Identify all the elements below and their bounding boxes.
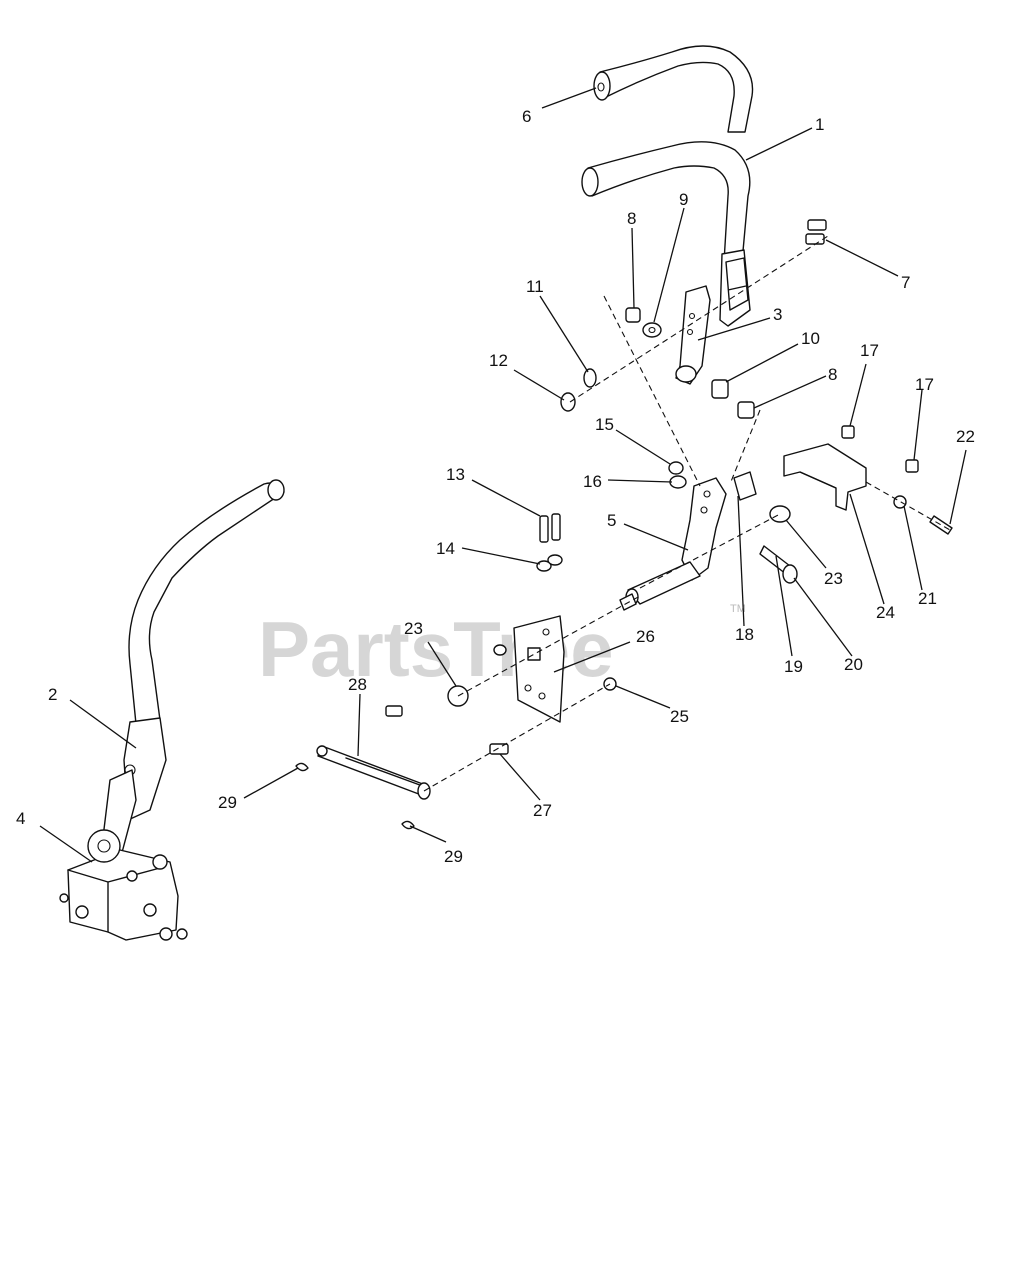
callout-22: 22 bbox=[956, 427, 975, 446]
leader-lines bbox=[39, 87, 967, 863]
callout-5: 5 bbox=[607, 511, 616, 530]
callout-21: 21 bbox=[918, 589, 937, 608]
callout-24: 24 bbox=[876, 603, 895, 622]
assembly-lines bbox=[423, 235, 951, 792]
bracket-part-24 bbox=[783, 443, 867, 511]
callout-18: 18 bbox=[735, 625, 754, 644]
callout-16: 16 bbox=[583, 472, 602, 491]
hardware-lower bbox=[295, 677, 617, 830]
callout-17: 17 bbox=[860, 341, 879, 360]
callout-7: 7 bbox=[901, 273, 910, 292]
pivot-base-part-4 bbox=[59, 829, 188, 941]
callout-3: 3 bbox=[773, 305, 782, 324]
watermark-tm: TM bbox=[730, 603, 746, 615]
callout-13: 13 bbox=[446, 465, 465, 484]
callout-29b: 29 bbox=[444, 847, 463, 866]
callout-23b: 23 bbox=[824, 569, 843, 588]
callout-4: 4 bbox=[16, 809, 25, 828]
callout-10: 10 bbox=[801, 329, 820, 348]
arm-bracket-part-3 bbox=[675, 285, 711, 385]
plate-part-26 bbox=[493, 615, 565, 723]
callout-12: 12 bbox=[489, 351, 508, 370]
callout-23: 23 bbox=[404, 619, 423, 638]
callout-28: 28 bbox=[348, 675, 367, 694]
callout-17b: 17 bbox=[915, 375, 934, 394]
callout-20: 20 bbox=[844, 655, 863, 674]
left-handle-part-2 bbox=[99, 479, 285, 863]
callout-9: 9 bbox=[679, 190, 688, 209]
callout-29: 29 bbox=[218, 793, 237, 812]
callout-1: 1 bbox=[815, 115, 824, 134]
callout-26: 26 bbox=[636, 627, 655, 646]
callout-6: 6 bbox=[522, 107, 531, 126]
handle-part-1 bbox=[581, 141, 751, 327]
callout-11: 11 bbox=[526, 277, 544, 296]
callout-25: 25 bbox=[670, 707, 689, 726]
callout-8: 8 bbox=[627, 209, 636, 228]
callout-8b: 8 bbox=[828, 365, 837, 384]
callout-19: 19 bbox=[784, 657, 803, 676]
callout-2: 2 bbox=[48, 685, 57, 704]
callout-27: 27 bbox=[533, 801, 552, 820]
callout-15: 15 bbox=[595, 415, 614, 434]
control-arm-part-5 bbox=[619, 477, 727, 611]
upper-handle-part-6 bbox=[593, 45, 754, 133]
callout-14: 14 bbox=[436, 539, 455, 558]
callout-labels: 6 1 8 9 7 11 3 12 10 17 8 17 22 15 13 16… bbox=[16, 107, 975, 866]
